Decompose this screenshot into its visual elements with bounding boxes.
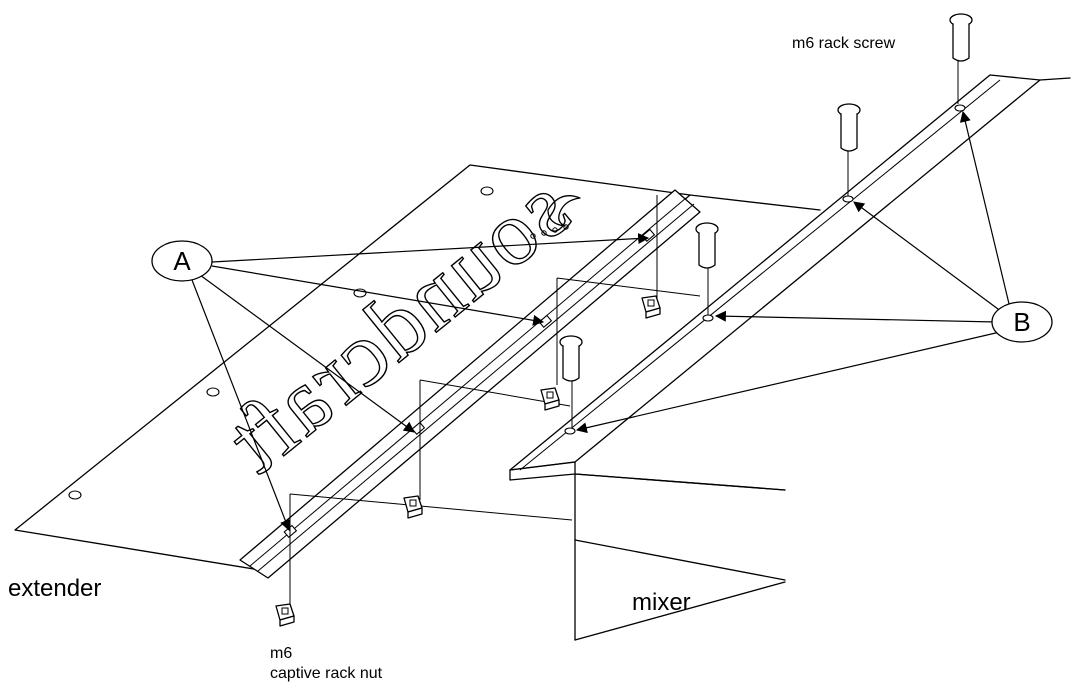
extender-hole-3 — [206, 387, 220, 397]
soundcraft-logo-mark — [530, 195, 581, 239]
captive-nut-1 — [641, 295, 661, 319]
extender-hole-1 — [480, 186, 494, 196]
extender-hole-4 — [68, 490, 82, 500]
mixer-hole-2 — [842, 195, 854, 203]
rack-screws — [559, 13, 973, 382]
captive-nut-label-line1: m6 — [270, 645, 292, 662]
captive-nut-3 — [403, 495, 423, 519]
guide-lines — [289, 58, 959, 605]
mixer-hole-1 — [954, 104, 966, 112]
captive-nut-2 — [540, 387, 560, 411]
mixer-body — [509, 74, 1071, 641]
mixer-label: mixer — [632, 589, 691, 616]
mixer-hole-4 — [564, 427, 576, 435]
captive-nuts — [275, 295, 661, 627]
rack-screw-1 — [949, 13, 973, 62]
rack-screw-2 — [837, 103, 861, 152]
callout-b-letter: B — [1013, 307, 1030, 337]
rack-screw-label: m6 rack screw — [792, 35, 896, 52]
extender-label: extender — [8, 575, 101, 602]
callout-b: B — [991, 301, 1053, 343]
captive-nut-label-line2: captive rack nut — [270, 665, 383, 682]
callout-a-arrows — [191, 233, 650, 532]
callout-a-letter: A — [173, 246, 191, 276]
captive-nut-4 — [275, 603, 295, 627]
mixer-hole-3 — [702, 314, 714, 322]
rack-screw-4 — [559, 335, 583, 382]
callout-b-arrows — [575, 110, 1011, 434]
callout-a: A — [151, 240, 213, 282]
rack-screw-3 — [695, 222, 719, 269]
